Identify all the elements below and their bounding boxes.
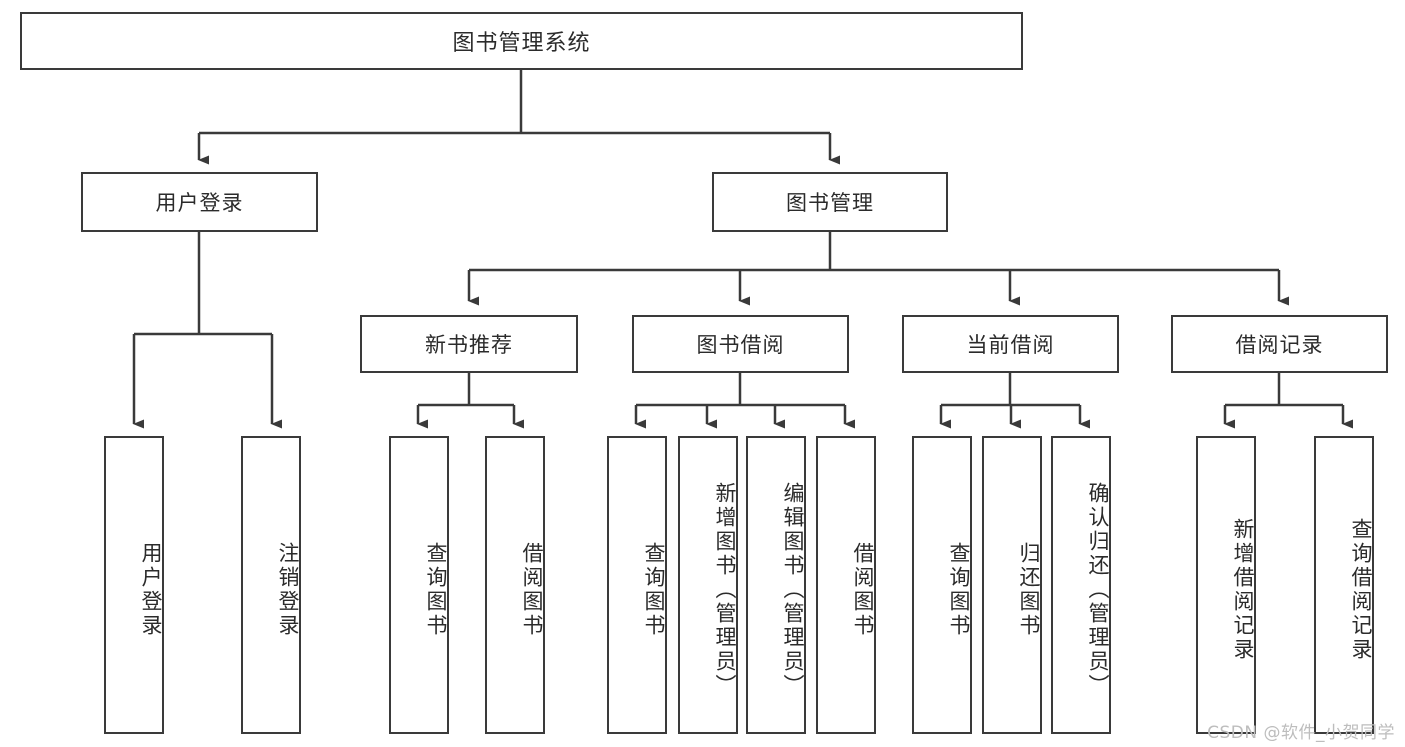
node-label: 图书借阅 — [696, 333, 785, 357]
leaf-query-book-recommend[interactable]: 查询图书 — [389, 436, 449, 734]
watermark-text: CSDN @软件_小贺同学 — [1207, 723, 1395, 743]
node-current-borrow[interactable]: 当前借阅 — [902, 315, 1119, 373]
node-label: 借阅记录 — [1235, 333, 1324, 357]
node-label: 查询借阅记录 — [1349, 518, 1373, 662]
node-borrow-record[interactable]: 借阅记录 — [1171, 315, 1388, 373]
node-label: 借阅图书 — [520, 542, 544, 638]
leaf-query-book-borrow[interactable]: 查询图书 — [607, 436, 667, 734]
node-label: 查询图书 — [642, 542, 666, 638]
node-label: 确认归还（管理员） — [1086, 482, 1110, 698]
node-user-login[interactable]: 用户登录 — [81, 172, 318, 232]
node-label: 查询图书 — [424, 542, 448, 638]
node-label: 新书推荐 — [425, 333, 513, 357]
node-book-borrow[interactable]: 图书借阅 — [632, 315, 849, 373]
leaf-borrow-book-recommend[interactable]: 借阅图书 — [485, 436, 545, 734]
node-book-management[interactable]: 图书管理 — [712, 172, 948, 232]
node-label: 查询图书 — [947, 542, 971, 638]
leaf-confirm-return-admin[interactable]: 确认归还（管理员） — [1051, 436, 1111, 734]
node-new-book-recommend[interactable]: 新书推荐 — [360, 315, 578, 373]
leaf-query-borrow-record[interactable]: 查询借阅记录 — [1314, 436, 1374, 734]
node-label: 归还图书 — [1017, 542, 1041, 638]
node-root-system[interactable]: 图书管理系统 — [20, 12, 1023, 70]
node-label: 当前借阅 — [966, 333, 1055, 357]
leaf-return-book[interactable]: 归还图书 — [982, 436, 1042, 734]
node-label: 图书管理 — [786, 191, 874, 215]
leaf-add-book-admin[interactable]: 新增图书（管理员） — [678, 436, 738, 734]
node-label: 图书管理系统 — [452, 31, 591, 56]
node-label: 新增借阅记录 — [1231, 518, 1255, 662]
node-label: 用户登录 — [139, 542, 163, 638]
leaf-logout[interactable]: 注销登录 — [241, 436, 301, 734]
node-label: 新增图书（管理员） — [713, 482, 737, 698]
node-label: 借阅图书 — [851, 542, 875, 638]
leaf-user-login[interactable]: 用户登录 — [104, 436, 164, 734]
leaf-query-book-current[interactable]: 查询图书 — [912, 436, 972, 734]
leaf-add-borrow-record[interactable]: 新增借阅记录 — [1196, 436, 1256, 734]
node-label: 注销登录 — [276, 542, 300, 638]
node-label: 编辑图书（管理员） — [781, 482, 805, 698]
leaf-edit-book-admin[interactable]: 编辑图书（管理员） — [746, 436, 806, 734]
node-label: 用户登录 — [155, 191, 244, 215]
leaf-borrow-book[interactable]: 借阅图书 — [816, 436, 876, 734]
